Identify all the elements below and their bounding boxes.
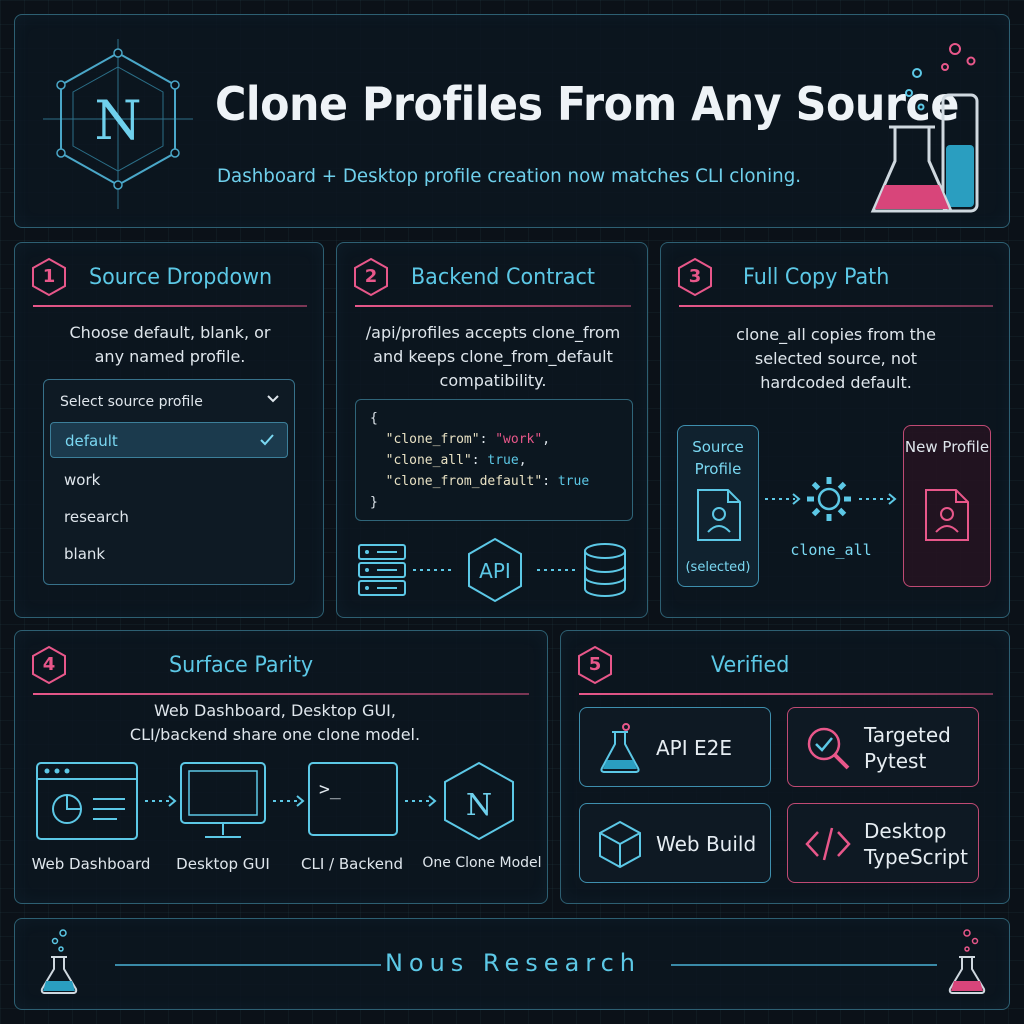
footer-flask-left-icon — [40, 929, 78, 994]
surface-label-one-clone-model: One Clone Model — [422, 855, 542, 871]
section-divider — [355, 305, 631, 307]
lab-glassware-icon — [870, 43, 979, 213]
section-title: Backend Contract — [411, 265, 595, 290]
section-divider — [33, 305, 307, 307]
logo-letter: N — [94, 89, 141, 152]
section-title: Verified — [711, 653, 790, 678]
gear-icon — [807, 477, 851, 521]
footer-divider-left — [115, 964, 381, 966]
flask-icon — [600, 723, 640, 773]
check-card-api-e2e: API E2E — [579, 707, 771, 787]
api-flow-diagram: API — [358, 537, 626, 603]
section-description: Web Dashboard, Desktop GUI, CLI/backend … — [129, 701, 421, 744]
section-full-copy-path: 3 Full Copy Path clone_all copies from t… — [660, 242, 1010, 618]
chevron-down-icon — [267, 395, 279, 403]
request-payload-code-block: { "clone_from": "work", "clone_all": tru… — [355, 399, 633, 521]
check-card-desktop-typescript: Desktop TypeScript — [787, 803, 979, 883]
source-profile-dropdown[interactable]: Select source profile default work resea… — [43, 379, 295, 585]
surface-label-desktop-gui: Desktop GUI — [176, 855, 270, 873]
profile-document-icon — [697, 489, 741, 541]
desktop-monitor-icon — [180, 762, 266, 838]
section-backend-contract: 2 Backend Contract /api/profiles accepts… — [336, 242, 648, 618]
section-title: Full Copy Path — [743, 265, 890, 290]
section-title: Source Dropdown — [89, 265, 273, 290]
magnifier-check-icon — [807, 727, 850, 770]
section-description: Choose default, blank, or any named prof… — [69, 323, 271, 366]
web-dashboard-icon — [36, 762, 138, 840]
section-divider — [579, 693, 993, 695]
api-hexagon-icon: API — [468, 537, 522, 603]
dropdown-option-research[interactable]: research — [64, 508, 129, 526]
section-number-badge: 4 — [31, 645, 67, 685]
svg-text:>_: >_ — [319, 779, 341, 800]
svg-text:API: API — [479, 559, 511, 583]
section-number-badge: 3 — [677, 257, 713, 297]
section-number-badge: 5 — [577, 645, 613, 685]
server-rack-icon — [358, 544, 406, 596]
dropdown-option-work[interactable]: work — [64, 471, 101, 489]
terminal-icon: >_ — [308, 762, 398, 836]
new-profile-card: New Profile — [903, 425, 991, 587]
dropdown-option-blank[interactable]: blank — [64, 545, 106, 563]
surface-parity-diagram: >_ N — [36, 761, 514, 841]
database-icon — [584, 543, 626, 597]
section-title: Surface Parity — [169, 653, 314, 678]
new-profile-document-icon — [925, 489, 969, 541]
section-description: /api/profiles accepts clone_from and kee… — [365, 323, 621, 390]
page-title: Clone Profiles From Any Source — [215, 77, 959, 131]
check-icon — [260, 434, 274, 446]
footer-flask-right-icon — [948, 929, 986, 994]
section-source-dropdown: 1 Source Dropdown Choose default, blank,… — [14, 242, 324, 618]
dropdown-option-default[interactable]: default — [50, 422, 288, 458]
check-card-targeted-pytest: Targeted Pytest — [787, 707, 979, 787]
surface-label-cli-backend: CLI / Backend — [301, 855, 403, 873]
section-divider — [679, 305, 993, 307]
header-panel: N Clone Profiles From Any Source Dashboa… — [14, 14, 1010, 228]
section-description: clone_all copies from the selected sourc… — [736, 325, 936, 392]
dropdown-placeholder: Select source profile — [60, 394, 203, 410]
section-number-badge: 1 — [31, 257, 67, 297]
clone-flow-arrows — [765, 477, 897, 521]
surface-label-web-dashboard: Web Dashboard — [31, 855, 151, 873]
check-card-web-build: Web Build — [579, 803, 771, 883]
section-divider — [33, 693, 529, 695]
section-surface-parity: 4 Surface Parity Web Dashboard, Desktop … — [14, 630, 548, 904]
clone-all-label: clone_all — [790, 541, 872, 559]
section-verified: 5 Verified API E2E Targeted Pytest Web B… — [560, 630, 1010, 904]
page-subtitle: Dashboard + Desktop profile creation now… — [217, 165, 802, 187]
clone-model-hexagon-icon: N — [444, 761, 514, 841]
cube-icon — [599, 820, 641, 869]
code-brackets-icon — [805, 827, 851, 861]
logo-hexagon-icon: N — [43, 39, 193, 209]
source-profile-card: Source Profile (selected) — [677, 425, 759, 587]
footer-brand-text: Nous Research — [384, 949, 642, 977]
section-number-badge: 2 — [353, 257, 389, 297]
footer-divider-right — [671, 964, 937, 966]
svg-text:N: N — [466, 788, 492, 823]
footer-panel: Nous Research — [14, 918, 1010, 1010]
